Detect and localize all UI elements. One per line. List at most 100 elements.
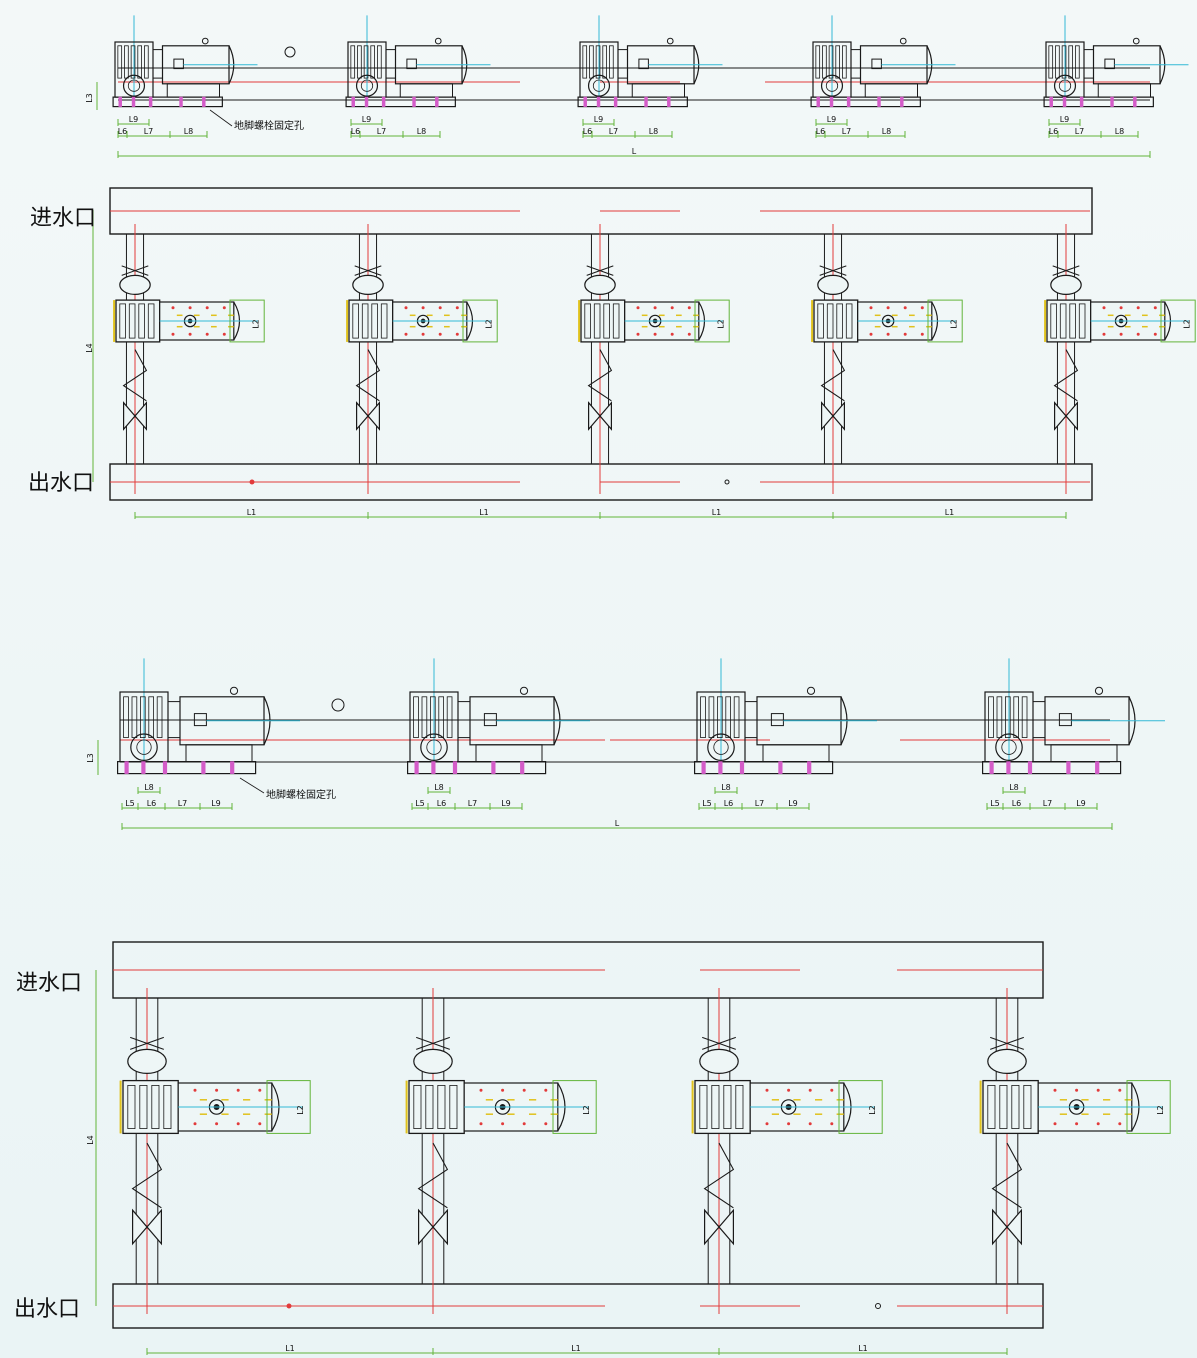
- bolt-hole: [1006, 761, 1011, 774]
- bolt-dot: [687, 332, 691, 336]
- dim-label-L4: L4: [86, 1135, 95, 1145]
- impeller-stage: [603, 303, 610, 339]
- bolt-dot: [236, 1122, 240, 1126]
- impeller-stage: [1023, 1085, 1032, 1130]
- bolt-dot: [869, 332, 873, 336]
- impeller-stage: [138, 303, 145, 339]
- pump-head: [694, 1079, 751, 1135]
- pump-elevation: [577, 15, 723, 108]
- pump-rib: [438, 696, 444, 738]
- pump-rib: [1005, 696, 1011, 738]
- bolt-hole: [701, 761, 706, 774]
- coupling: [385, 49, 396, 79]
- dim-label-L7: L7: [468, 799, 478, 808]
- dim-label-L9: L9: [129, 115, 139, 124]
- bolt-dot: [236, 1088, 240, 1092]
- pump-elevation: [407, 658, 590, 775]
- bolt-dot: [1136, 306, 1140, 310]
- bolt-dot: [1096, 1088, 1100, 1092]
- bolt-dot: [522, 1088, 526, 1092]
- pump-rib: [350, 45, 356, 79]
- pump-rib: [139, 696, 146, 738]
- pump-branch: L2: [811, 224, 963, 494]
- pump-rib: [1021, 696, 1028, 738]
- bolt-dot: [1102, 332, 1106, 336]
- dim-label-L6: L6: [583, 127, 593, 136]
- bolt-dot: [1119, 332, 1123, 336]
- bolt-dot: [421, 306, 425, 310]
- dim-label-L6: L6: [816, 127, 826, 136]
- dim-L2-box: [694, 299, 730, 343]
- port-label: 出水口: [28, 471, 94, 496]
- dim-label-L2: L2: [868, 1105, 877, 1115]
- base-frame: [810, 96, 921, 108]
- pump-branch: L2: [1044, 224, 1196, 494]
- pump-rib: [1013, 696, 1019, 738]
- impeller-stage: [593, 303, 601, 339]
- bolt-dot: [1053, 1122, 1057, 1126]
- pump-rib: [822, 45, 827, 79]
- bolt-dot: [455, 306, 459, 310]
- bolt-hole: [829, 96, 834, 107]
- bolt-dot: [479, 1122, 483, 1126]
- pump-branch: L2: [119, 988, 311, 1314]
- bolt-dot: [455, 332, 459, 336]
- pump-rib: [156, 696, 163, 738]
- flex-joint: [417, 1142, 449, 1209]
- impeller-stage: [449, 1085, 458, 1130]
- pump-rib: [582, 45, 588, 79]
- check-valve: [119, 274, 151, 295]
- bolt-hole: [846, 96, 851, 107]
- volute-inner: [713, 739, 729, 755]
- lifting-eye: [519, 686, 529, 695]
- volute-inner: [825, 79, 839, 92]
- leader-line: [209, 109, 233, 127]
- valve-cross: [354, 265, 382, 276]
- volute-inner: [136, 739, 152, 755]
- gate-valve: [704, 1208, 734, 1246]
- drain-point: [249, 479, 255, 485]
- pump-rib: [725, 696, 731, 738]
- pump-branch: L2: [691, 988, 883, 1314]
- bolt-dot: [869, 306, 873, 310]
- bolt-hole: [230, 761, 235, 774]
- volute-circle: [820, 74, 844, 97]
- bolt-hole: [131, 96, 136, 107]
- dim-label-L2: L2: [717, 319, 726, 329]
- bolt-hole: [202, 96, 206, 107]
- impeller-stage: [999, 1085, 1008, 1130]
- bolt-dot: [205, 306, 209, 310]
- motor-stand: [166, 83, 220, 98]
- bolt-dot: [258, 1122, 262, 1126]
- volute-inner: [426, 739, 442, 755]
- impeller-stage: [151, 1085, 160, 1130]
- pump-head: [982, 1079, 1039, 1135]
- bolt-dot: [215, 1122, 219, 1126]
- bolt-hole: [816, 96, 820, 107]
- bolt-dot: [886, 332, 890, 336]
- coupling: [850, 49, 861, 79]
- dim-label-L6: L6: [147, 799, 157, 808]
- dim-label-L9: L9: [594, 115, 604, 124]
- terminal-box: [770, 713, 784, 727]
- bolt-dot: [765, 1122, 769, 1126]
- volute-inner: [1058, 79, 1072, 92]
- terminal-box: [193, 713, 207, 727]
- bolt-dot: [1153, 332, 1157, 336]
- base-frame: [407, 760, 547, 775]
- port-label: 出水口: [14, 1297, 80, 1322]
- dim-label-L7: L7: [1075, 127, 1085, 136]
- motor-stand: [1097, 83, 1151, 98]
- pump-rib: [357, 45, 362, 79]
- drain-point: [875, 1303, 881, 1309]
- dim-label-L3: L3: [86, 753, 95, 763]
- lifting-eye: [229, 686, 239, 695]
- bolt-hole: [491, 761, 496, 774]
- terminal-box: [406, 58, 417, 70]
- bolt-hole: [778, 761, 783, 774]
- impeller-stage: [380, 303, 388, 339]
- dim-label-L7: L7: [1043, 799, 1053, 808]
- pump-rib: [137, 45, 143, 79]
- impeller-stage: [1069, 303, 1076, 339]
